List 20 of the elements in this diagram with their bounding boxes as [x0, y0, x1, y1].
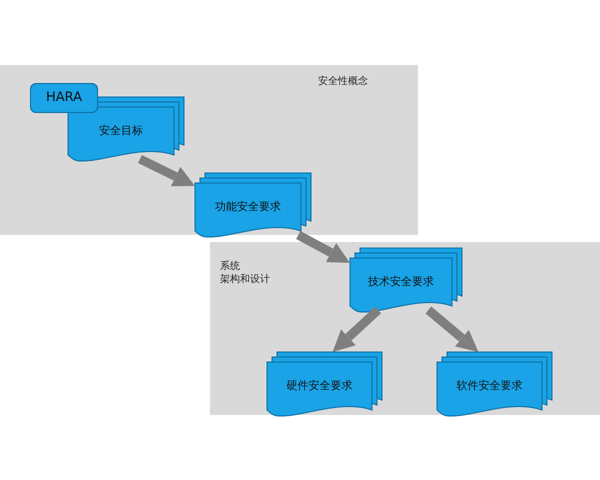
- group-label: 系统: [220, 260, 240, 273]
- arrow: [296, 231, 350, 263]
- document-stack: [437, 352, 552, 414]
- group-label: 安全性概念: [318, 75, 368, 88]
- document-stack: [350, 248, 462, 310]
- arrow: [138, 154, 195, 186]
- node-label: 技术安全要求: [367, 274, 435, 290]
- process-box: [30, 83, 98, 113]
- group-band: [0, 65, 418, 235]
- node-label: 安全目标: [98, 122, 144, 139]
- document-stack: [195, 173, 311, 235]
- node-label: 软件安全要求: [456, 378, 524, 394]
- group-band: [210, 242, 600, 415]
- arrow: [426, 306, 478, 352]
- document-stack: [267, 352, 382, 414]
- group-label: 架构和设计: [220, 273, 270, 286]
- node-label: HARA: [46, 90, 82, 106]
- node-label: 功能安全要求: [214, 198, 282, 215]
- arrow: [332, 306, 382, 352]
- node-label: 硬件安全要求: [286, 378, 354, 394]
